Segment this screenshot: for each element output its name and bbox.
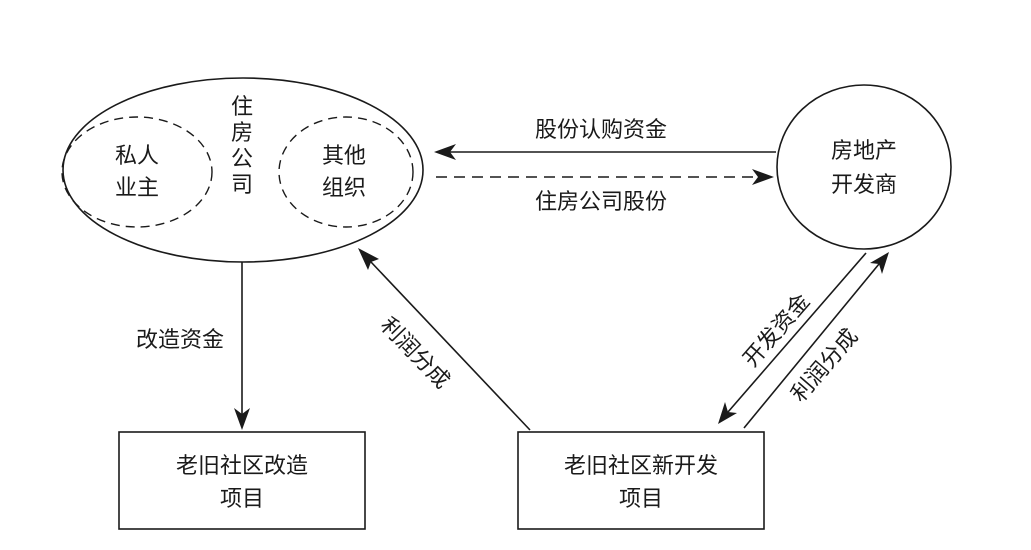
edge-profit-share-housing: 利润分成 <box>358 248 531 431</box>
other-orgs-label-line2: 组织 <box>322 176 366 201</box>
profit-share-housing-arrow-line <box>370 261 531 431</box>
private-owners-label-line2: 业主 <box>115 176 159 201</box>
renovation-project-node: 老旧社区改造 项目 <box>118 431 366 530</box>
new-dev-project-box <box>517 431 765 530</box>
edge-housing-company-shares: 住房公司股份 <box>436 169 774 215</box>
renovation-project-label-line1: 老旧社区改造 <box>176 454 308 479</box>
profit-share-developer-arrowhead <box>870 252 889 274</box>
development-funds-arrowhead <box>718 402 737 424</box>
developer-node: 房地产 开发商 <box>776 84 952 250</box>
share-funds-arrowhead <box>434 144 456 160</box>
developer-ellipse <box>776 84 952 250</box>
developer-label-line2: 开发商 <box>831 173 897 198</box>
new-dev-project-node: 老旧社区新开发 项目 <box>517 431 765 530</box>
renovation-funds-arrowhead <box>234 408 250 430</box>
renovation-project-label-line2: 项目 <box>220 487 264 512</box>
company-shares-label: 住房公司股份 <box>535 190 667 215</box>
new-dev-project-label-line2: 项目 <box>619 487 663 512</box>
housing-company-label-char4: 司 <box>231 173 253 198</box>
profit-share-housing-arrowhead <box>358 248 379 270</box>
other-orgs-ellipse <box>278 116 414 228</box>
profit-share-developer-arrow-line <box>743 263 880 429</box>
housing-company-node: 私人 业主 其他 组织 住 房 公 司 <box>61 77 424 263</box>
new-dev-project-label-line1: 老旧社区新开发 <box>564 454 718 479</box>
renovation-project-box <box>118 431 366 530</box>
housing-company-ellipse <box>62 77 424 263</box>
profit-share-housing-label: 利润分成 <box>375 313 454 394</box>
housing-company-label-char3: 公 <box>231 147 253 172</box>
renovation-funds-label: 改造资金 <box>136 328 224 353</box>
private-owners-label-line1: 私人 <box>115 144 159 169</box>
housing-company-label-char1: 住 <box>231 95 253 120</box>
share-funds-label: 股份认购资金 <box>535 118 667 143</box>
profit-share-developer-label: 利润分成 <box>787 324 864 407</box>
development-funds-arrow-line <box>727 252 867 413</box>
edge-share-subscription-funds: 股份认购资金 <box>434 118 776 160</box>
company-shares-arrowhead <box>752 169 774 185</box>
edge-renovation-funds: 改造资金 <box>136 262 250 430</box>
development-funds-label: 开发资金 <box>739 289 816 372</box>
developer-label-line1: 房地产 <box>831 139 897 164</box>
housing-company-label-char2: 房 <box>231 121 253 146</box>
private-owners-ellipse <box>61 116 213 228</box>
other-orgs-label-line1: 其他 <box>322 144 366 169</box>
